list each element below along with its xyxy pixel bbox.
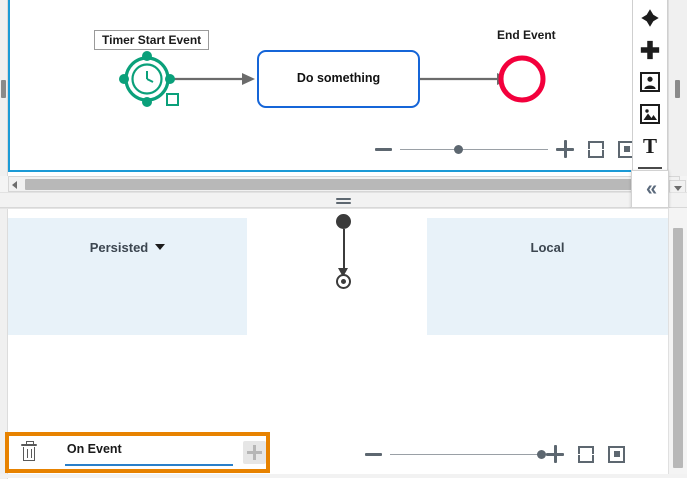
left-splitter-rail[interactable] bbox=[0, 0, 8, 176]
timer-start-event-label[interactable]: Timer Start Event bbox=[94, 30, 210, 50]
text-tool-glyph: T bbox=[642, 134, 657, 158]
star-burst-icon[interactable] bbox=[635, 3, 665, 33]
horizontal-scrollbar[interactable] bbox=[8, 176, 680, 192]
zoom-in-icon[interactable] bbox=[556, 140, 574, 158]
window-bottom-edge bbox=[0, 474, 687, 478]
image-glyph bbox=[640, 104, 660, 124]
event-name-value: On Event bbox=[66, 441, 122, 456]
fit-to-screen-icon[interactable] bbox=[587, 140, 605, 158]
fit-to-screen-icon[interactable] bbox=[577, 445, 595, 463]
person-frame-glyph bbox=[640, 72, 660, 92]
trash-icon[interactable] bbox=[21, 441, 37, 461]
scroll-left-arrow-icon[interactable] bbox=[12, 181, 17, 189]
bpmn-process-canvas[interactable]: Timer Start Event Do something End Event bbox=[8, 0, 680, 172]
chevron-down-icon[interactable] bbox=[155, 244, 166, 250]
chevron-double-left-icon: « bbox=[645, 178, 657, 200]
zoom-in-icon[interactable] bbox=[546, 445, 564, 463]
top-diagram-pane: Timer Start Event Do something End Event bbox=[0, 0, 687, 216]
state-transition-arrow-icon bbox=[338, 268, 348, 277]
zoom-out-icon[interactable] bbox=[375, 147, 392, 151]
zoom-slider-track[interactable] bbox=[399, 144, 549, 154]
lane-persisted[interactable]: Persisted bbox=[8, 218, 247, 335]
text-tool-icon[interactable]: T bbox=[635, 131, 665, 161]
zoom-out-icon[interactable] bbox=[365, 452, 382, 456]
lane-persisted-label: Persisted bbox=[89, 240, 149, 255]
zoom-slider-thumb[interactable] bbox=[453, 144, 463, 154]
bottom-left-rail[interactable] bbox=[0, 209, 8, 479]
palette-divider bbox=[638, 167, 662, 169]
zoom-slider-track[interactable] bbox=[389, 449, 546, 459]
lane-local[interactable]: Local bbox=[427, 218, 668, 335]
bottom-vertical-scroll-thumb[interactable] bbox=[673, 228, 683, 468]
right-splitter-rail[interactable] bbox=[668, 0, 687, 176]
event-editor-bar[interactable]: On Event bbox=[5, 432, 270, 473]
top-zoom-toolbar[interactable] bbox=[375, 138, 635, 160]
actual-size-icon[interactable] bbox=[608, 445, 625, 463]
plus-cross-glyph bbox=[640, 40, 660, 60]
pane-splitter[interactable] bbox=[0, 192, 687, 208]
chevron-down-icon bbox=[673, 185, 682, 191]
collapse-palette-button[interactable]: « bbox=[631, 170, 669, 208]
add-event-button[interactable] bbox=[243, 441, 266, 464]
person-frame-icon[interactable] bbox=[635, 67, 665, 97]
initial-state-node[interactable] bbox=[336, 214, 351, 229]
lane-persisted-title: Persisted bbox=[8, 240, 247, 255]
bottom-zoom-toolbar[interactable] bbox=[365, 443, 625, 465]
event-name-input[interactable]: On Event bbox=[64, 440, 234, 466]
plus-cross-icon[interactable] bbox=[635, 35, 665, 65]
end-event-label: End Event bbox=[497, 28, 556, 42]
state-transition-line[interactable] bbox=[343, 229, 345, 273]
zoom-slider-thumb[interactable] bbox=[536, 449, 546, 459]
bottom-vertical-scrollbar[interactable] bbox=[668, 208, 687, 478]
right-splitter-grip[interactable] bbox=[675, 80, 680, 98]
final-state-node[interactable] bbox=[336, 274, 351, 289]
lane-local-title: Local bbox=[530, 240, 565, 255]
image-icon[interactable] bbox=[635, 99, 665, 129]
service-task-label: Do something bbox=[296, 71, 381, 85]
horizontal-scroll-thumb[interactable] bbox=[25, 179, 659, 190]
star-burst-glyph bbox=[641, 9, 659, 27]
splitter-grip-icon[interactable] bbox=[336, 198, 351, 204]
service-task-node[interactable]: Do something bbox=[257, 50, 420, 108]
shape-palette-toolbar[interactable]: T bbox=[632, 0, 668, 180]
left-splitter-grip[interactable] bbox=[1, 80, 6, 98]
